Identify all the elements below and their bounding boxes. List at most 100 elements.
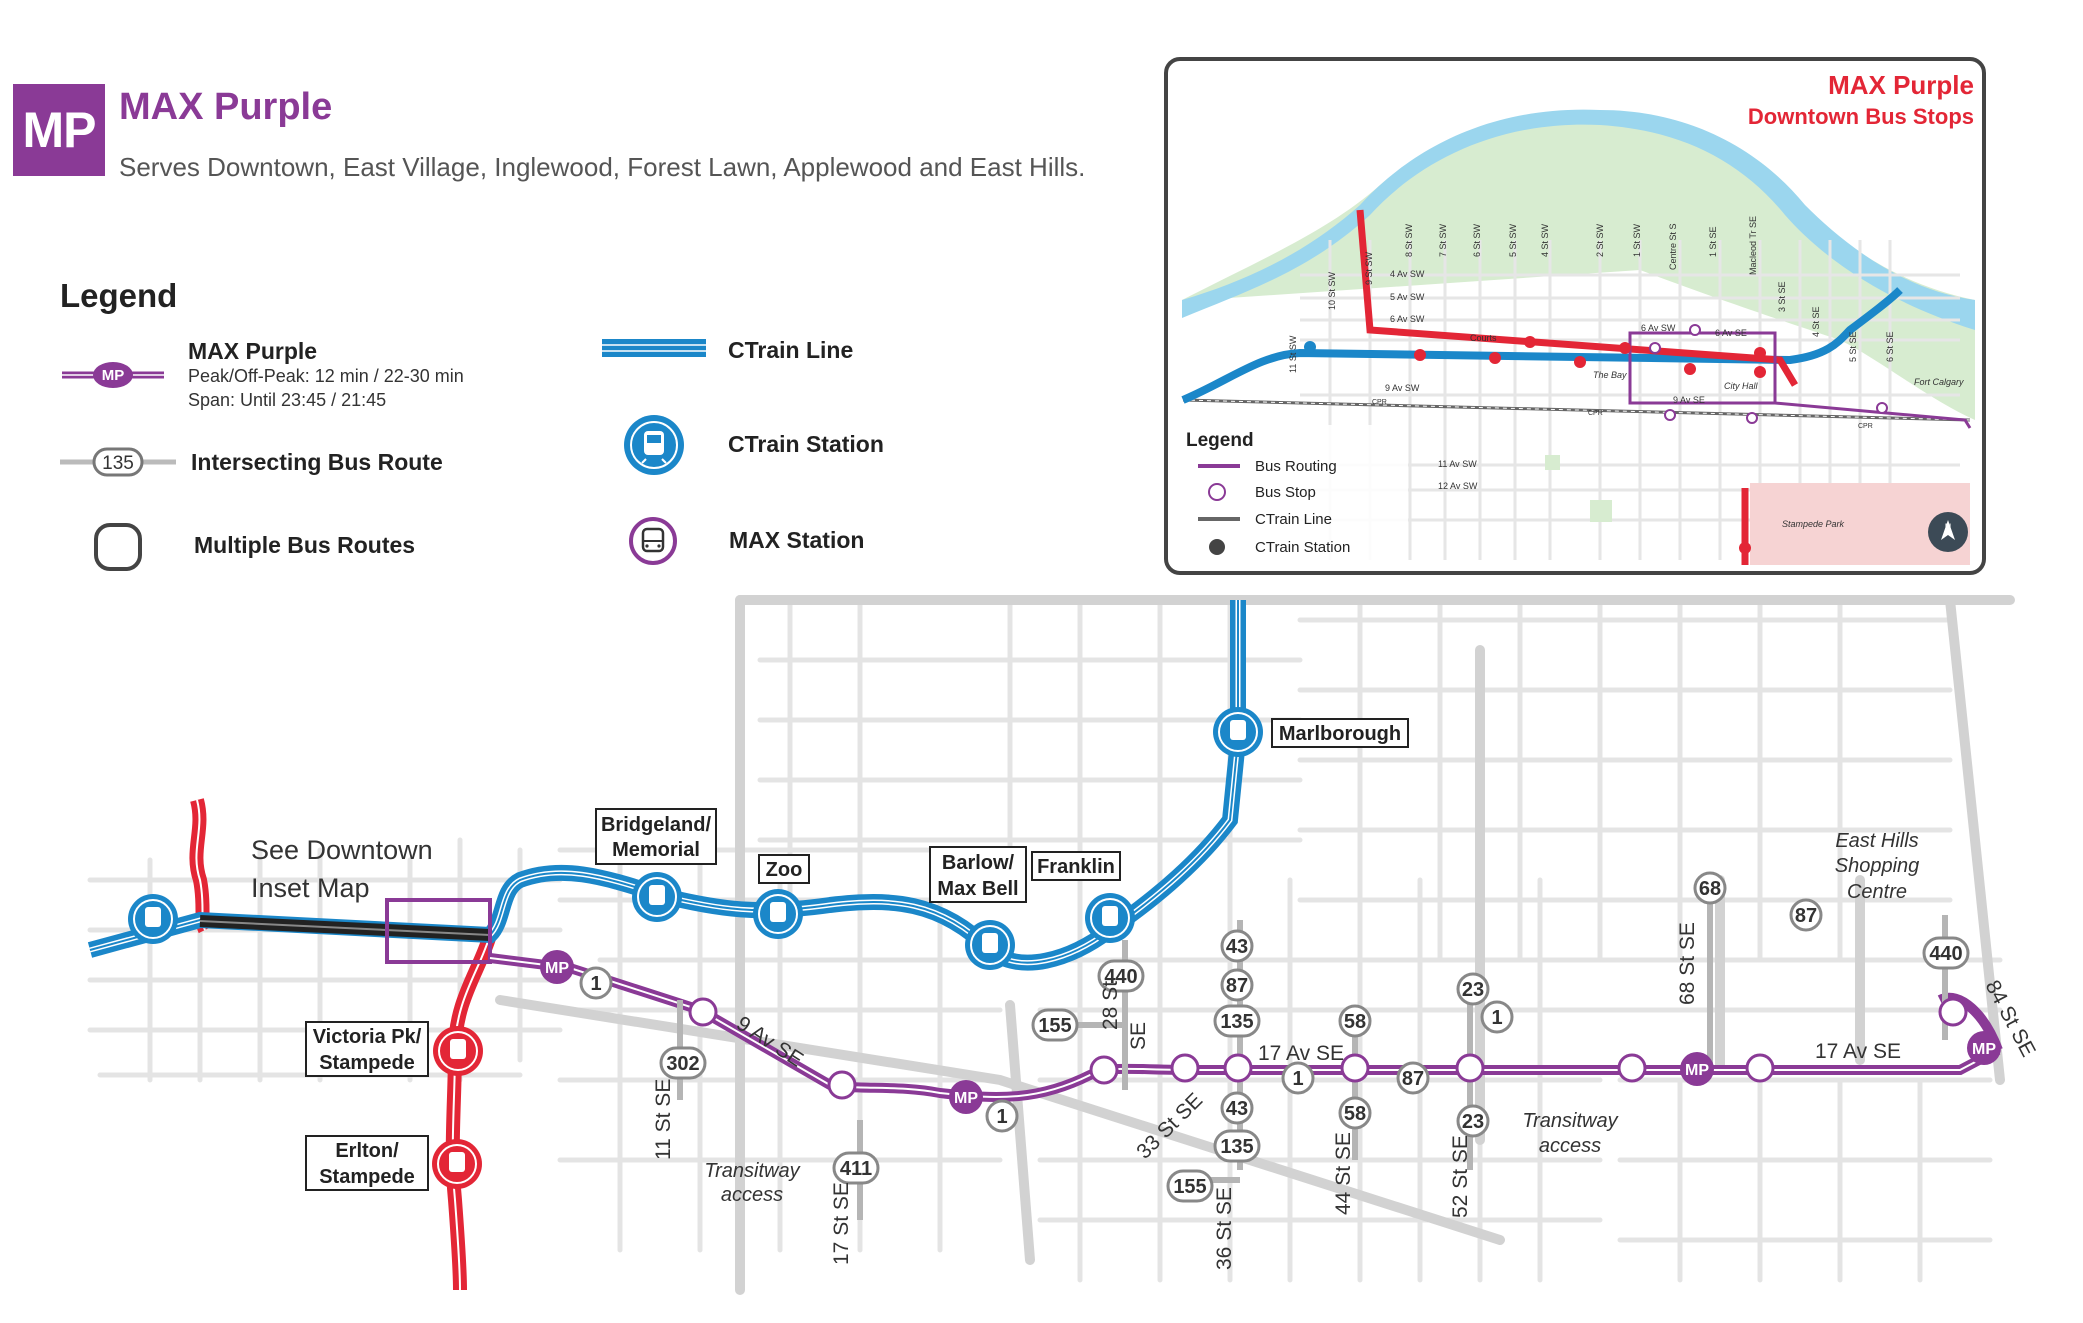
svg-text:58: 58 [1344, 1011, 1366, 1033]
svg-text:52 St SE: 52 St SE [1449, 1135, 1472, 1218]
svg-text:9 St SW: 9 St SW [1364, 251, 1374, 285]
legend-max-purple-label: MAX Purple [188, 338, 318, 364]
svg-text:1: 1 [590, 973, 601, 995]
max-station-icon [1089, 1055, 1119, 1085]
ctrain-station-icon [965, 920, 1015, 970]
route-badge: MP [13, 84, 105, 176]
max-station-icon [1223, 1053, 1253, 1083]
svg-text:135: 135 [1220, 1136, 1253, 1158]
max-station-icon [827, 1070, 857, 1100]
svg-text:MP: MP [545, 960, 569, 977]
ctrain-station-icon [1213, 707, 1263, 757]
svg-text:23: 23 [1462, 979, 1484, 1001]
svg-text:Memorial: Memorial [612, 839, 700, 861]
ctrain-station-icon [433, 1026, 483, 1076]
svg-text:Downtown Bus Stops: Downtown Bus Stops [1748, 104, 1974, 129]
major-roads [495, 595, 2015, 1295]
multiple-routes-legend-icon [94, 523, 142, 571]
legend-ctrain-station-label: CTrain Station [728, 431, 884, 457]
svg-text:access: access [721, 1184, 783, 1206]
svg-text:Inset Map: Inset Map [251, 873, 370, 903]
svg-text:6 Av SW: 6 Av SW [1390, 314, 1425, 324]
svg-text:Centre: Centre [1847, 881, 1907, 903]
svg-text:Bus Stop: Bus Stop [1255, 484, 1316, 501]
svg-text:SE: SE [1127, 1022, 1150, 1050]
max-station-icon [1617, 1053, 1647, 1083]
max-station-icon [688, 997, 718, 1027]
svg-text:17 Av SE: 17 Av SE [1815, 1040, 1901, 1063]
svg-text:23: 23 [1462, 1111, 1484, 1133]
svg-text:CTrain Station: CTrain Station [1255, 539, 1350, 556]
svg-text:411: 411 [840, 1158, 872, 1180]
ctrain-station-icon [432, 1139, 482, 1189]
svg-text:135: 135 [102, 453, 134, 474]
svg-text:44 St SE: 44 St SE [1332, 1132, 1355, 1215]
ctrain-station-icon [1085, 893, 1135, 943]
svg-text:4 Av SW: 4 Av SW [1390, 269, 1425, 279]
svg-text:1 St SE: 1 St SE [1708, 226, 1718, 257]
route-badges: 1 302 411 1 155 440 43 87 135 1 43 135 1… [579, 871, 1970, 1203]
legend-multiple-routes-label: Multiple Bus Routes [194, 532, 416, 558]
max-purple-legend-icon: MP [62, 362, 164, 388]
svg-text:6 Av SE: 6 Av SE [1715, 328, 1747, 338]
svg-text:Franklin: Franklin [1037, 856, 1115, 878]
svg-text:CPR: CPR [1588, 410, 1603, 417]
ctrain-station-legend-icon [624, 415, 684, 475]
svg-text:7 St SW: 7 St SW [1438, 223, 1448, 257]
svg-text:135: 135 [1220, 1011, 1253, 1033]
map-notes: See Downtown Inset Map East Hills Shoppi… [251, 830, 1919, 1206]
legend-max-station-label: MAX Station [729, 527, 865, 553]
route-description: Serves Downtown, East Village, Inglewood… [119, 152, 1086, 182]
svg-text:5 St SE: 5 St SE [1848, 331, 1858, 362]
downtown-inset-box [385, 898, 492, 964]
svg-text:East Hills: East Hills [1835, 830, 1918, 852]
ctrain-station-icon [632, 872, 682, 922]
svg-text:11 St SE: 11 St SE [652, 1079, 675, 1160]
svg-text:1: 1 [996, 1106, 1007, 1128]
svg-text:access: access [1539, 1135, 1601, 1157]
svg-text:Stampede Park: Stampede Park [1782, 519, 1845, 529]
max-station-legend-icon [629, 517, 677, 565]
max-stations [688, 997, 1968, 1100]
svg-text:155: 155 [1038, 1015, 1071, 1037]
svg-text:Shopping: Shopping [1835, 855, 1920, 877]
svg-text:43: 43 [1226, 936, 1248, 958]
svg-text:MP: MP [1685, 1062, 1709, 1079]
svg-text:6 St SE: 6 St SE [1885, 331, 1895, 362]
svg-text:68 St SE: 68 St SE [1676, 922, 1699, 1005]
svg-text:Bridgeland/: Bridgeland/ [601, 814, 711, 836]
legend-max-purple-frequency: Peak/Off-Peak: 12 min / 22-30 min [188, 366, 464, 386]
svg-text:Centre St S: Centre St S [1668, 223, 1678, 270]
station-labels: Bridgeland/ Memorial Zoo Barlow/ Max Bel… [305, 718, 1409, 1191]
bus-route-legend-icon: 135 [60, 447, 176, 477]
svg-text:CTrain Line: CTrain Line [1255, 511, 1332, 528]
svg-text:1 St SW: 1 St SW [1632, 223, 1642, 257]
svg-text:See Downtown: See Downtown [251, 835, 433, 865]
svg-text:12 Av SW: 12 Av SW [1438, 481, 1478, 491]
svg-text:4 St SW: 4 St SW [1540, 223, 1550, 257]
ctrain-stations [128, 707, 1263, 1189]
svg-text:Victoria Pk/: Victoria Pk/ [313, 1026, 422, 1048]
svg-text:9 Av SW: 9 Av SW [1385, 383, 1420, 393]
svg-text:Transitway: Transitway [704, 1160, 800, 1182]
svg-text:1: 1 [1292, 1068, 1303, 1090]
svg-text:11 Av SW: 11 Av SW [1438, 459, 1477, 469]
svg-text:17 Av SE: 17 Av SE [1258, 1042, 1344, 1065]
svg-text:Stampede: Stampede [319, 1166, 415, 1188]
svg-text:Stampede: Stampede [319, 1052, 415, 1074]
svg-text:Legend: Legend [1186, 430, 1254, 451]
svg-text:87: 87 [1226, 975, 1248, 997]
legend-ctrain-line-label: CTrain Line [728, 337, 854, 363]
svg-text:87: 87 [1795, 905, 1817, 927]
svg-text:6 Av SW: 6 Av SW [1641, 323, 1676, 333]
svg-text:MAX Purple: MAX Purple [1828, 70, 1974, 100]
svg-text:3 St SE: 3 St SE [1777, 281, 1787, 312]
svg-text:5 Av SW: 5 Av SW [1390, 292, 1425, 302]
legend-max-purple-span: Span: Until 23:45 / 21:45 [188, 390, 387, 410]
svg-text:8 St SW: 8 St SW [1404, 223, 1414, 257]
svg-text:6 St SW: 6 St SW [1472, 223, 1482, 257]
svg-text:Zoo: Zoo [766, 859, 803, 881]
svg-text:440: 440 [1929, 943, 1962, 965]
svg-text:Courts: Courts [1470, 333, 1497, 343]
